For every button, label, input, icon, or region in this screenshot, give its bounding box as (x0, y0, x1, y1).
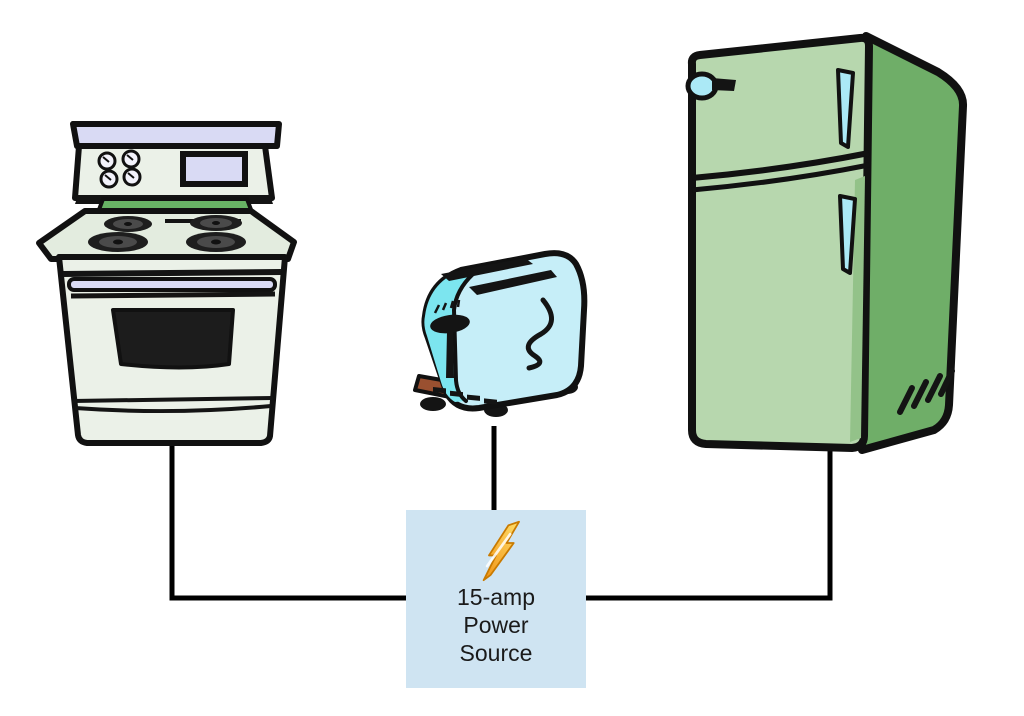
power-source-label-line: Power (463, 612, 529, 638)
toaster-foot (420, 397, 446, 411)
stove-control-knobs (97, 149, 142, 189)
fridge-door-handle (838, 194, 857, 275)
fridge-front-shade (850, 176, 865, 442)
stove-icon (36, 121, 297, 446)
burner (104, 216, 152, 232)
burner (186, 232, 246, 252)
fridge-door-split (691, 162, 870, 193)
stove-cooktop (36, 208, 297, 262)
stove-drawer-line (72, 396, 274, 414)
toaster-slot (469, 270, 557, 295)
toaster-lever (430, 299, 470, 378)
freezer-handle (836, 68, 855, 149)
fridge-thermostat-knob (685, 71, 736, 101)
power-source-label: 15-amp Power Source (457, 583, 535, 667)
wire-refrigerator-to-power-source (586, 450, 833, 601)
toaster-vent-dashes (433, 386, 497, 405)
toaster-icon (413, 250, 588, 417)
fridge-vent-slashes (897, 368, 955, 415)
burner (88, 232, 148, 252)
burner (190, 215, 242, 231)
fridge-door-split (691, 150, 870, 181)
stove-backsplash (70, 121, 282, 201)
power-source-label-line: Source (459, 640, 533, 666)
power-source-node: 15-amp Power Source (406, 510, 586, 688)
lightning-bolt-icon (482, 520, 520, 582)
toaster-slot (441, 258, 533, 281)
oven-door-handle (67, 277, 277, 292)
stove-oven-front (56, 254, 288, 446)
power-source-label-line: 15-amp (457, 584, 535, 610)
oven-door-window (111, 308, 235, 370)
fridge-front-doors (687, 33, 873, 452)
toaster-reflection-curve (525, 297, 554, 371)
stove-burners (88, 215, 246, 252)
stove-display-window (180, 151, 248, 187)
wire-stove-to-power-source (169, 440, 406, 601)
fridge-side-panel (858, 32, 967, 454)
refrigerator-icon (685, 32, 967, 454)
toaster-body (421, 250, 588, 412)
